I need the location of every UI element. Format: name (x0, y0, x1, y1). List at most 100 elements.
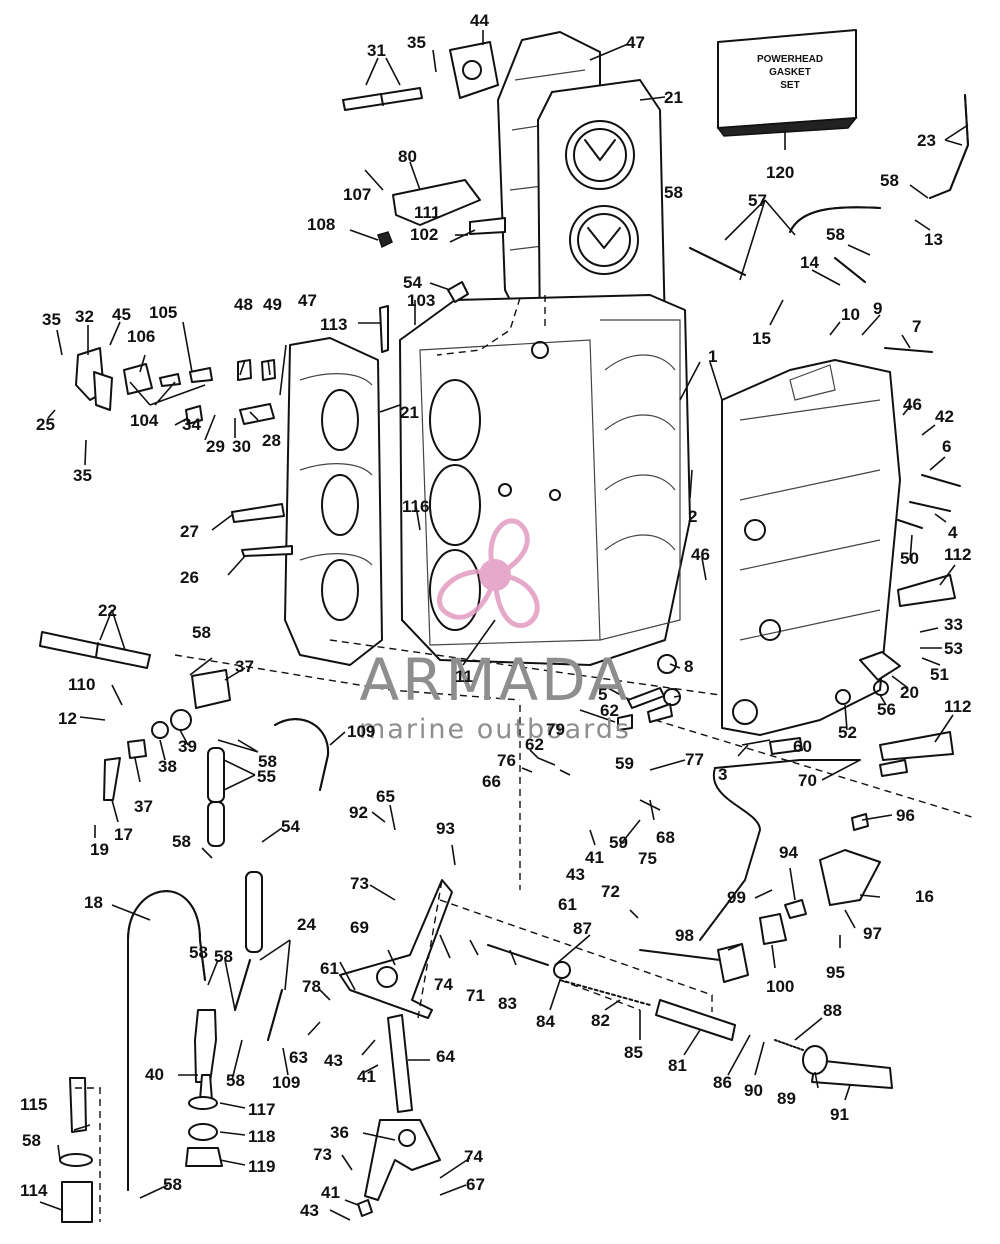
callout-113: 113 (320, 315, 347, 334)
callout-89: 89 (777, 1089, 796, 1108)
callout-29: 29 (206, 437, 225, 456)
callout-73-upper: 73 (350, 874, 369, 893)
callout-59-upper: 59 (615, 754, 634, 773)
callout-43-mid: 43 (566, 865, 585, 884)
shift-rod-81 (655, 999, 736, 1041)
hose-18 (127, 890, 206, 1191)
callout-115: 115 (20, 1095, 47, 1114)
callout-75: 75 (638, 849, 657, 868)
callout-21-lower: 21 (400, 403, 419, 422)
callout-51: 51 (930, 665, 949, 684)
callout-48: 48 (234, 295, 253, 314)
callout-46-lower: 46 (691, 545, 710, 564)
callout-102: 102 (410, 225, 438, 244)
callout-112-upper: 112 (944, 545, 971, 564)
callout-76: 76 (497, 751, 516, 770)
callout-23: 23 (917, 131, 936, 150)
callout-31: 31 (367, 41, 386, 60)
callout-6: 6 (942, 437, 951, 456)
callout-33: 33 (944, 615, 963, 634)
callout-110: 110 (68, 675, 95, 694)
callout-77: 77 (685, 750, 704, 769)
gasket-box-line2: GASKET (769, 67, 811, 78)
callout-10: 10 (841, 305, 860, 324)
callout-53: 53 (944, 639, 963, 658)
throttle-arm-69 (339, 879, 453, 1019)
callout-74-lower: 74 (464, 1147, 483, 1166)
callout-1: 1 (708, 347, 717, 366)
callout-35-top: 35 (407, 33, 426, 52)
callout-78: 78 (302, 977, 321, 996)
callout-59-lower: 59 (609, 833, 628, 852)
callout-71: 71 (466, 986, 485, 1005)
callout-49: 49 (263, 295, 282, 314)
callout-100: 100 (766, 977, 794, 996)
watermark: ARMADA marine outboards (359, 518, 629, 745)
callout-107: 107 (343, 185, 371, 204)
callout-8: 8 (684, 657, 693, 676)
callout-26: 26 (180, 568, 199, 587)
cover-44 (449, 41, 499, 99)
callout-60: 60 (793, 737, 812, 756)
callout-83: 83 (498, 994, 517, 1013)
callout-17: 17 (114, 825, 133, 844)
callout-80: 80 (398, 147, 417, 166)
callout-92: 92 (349, 803, 368, 822)
callout-84: 84 (536, 1012, 555, 1031)
callout-18: 18 (84, 893, 103, 912)
callout-120: 120 (766, 163, 794, 182)
callout-109-upper: 109 (347, 722, 375, 741)
callout-86: 86 (713, 1073, 732, 1092)
callout-72: 72 (601, 882, 620, 901)
callout-82: 82 (591, 1011, 610, 1030)
callout-74-upper: 74 (434, 975, 453, 994)
callout-37-lower: 37 (134, 797, 153, 816)
callout-103: 103 (407, 291, 435, 310)
callout-58-j: 58 (163, 1175, 182, 1194)
crankcase (721, 359, 901, 736)
callout-116: 116 (402, 497, 429, 516)
callout-106: 106 (127, 327, 155, 346)
callout-54-upper: 54 (403, 273, 422, 292)
callout-32: 32 (75, 307, 94, 326)
callout-3: 3 (718, 765, 727, 784)
callout-58-b: 58 (880, 171, 899, 190)
callout-44: 44 (470, 11, 489, 30)
callout-25: 25 (36, 415, 55, 434)
callout-45: 45 (112, 305, 131, 324)
gasket-80 (392, 179, 481, 226)
callout-2: 2 (688, 507, 697, 526)
callout-58-h: 58 (226, 1071, 245, 1090)
gasket-set-box: POWERHEAD GASKET SET (716, 29, 858, 137)
callout-62-lower: 62 (525, 735, 544, 754)
callout-109-lower: 109 (272, 1073, 300, 1092)
callout-12: 12 (58, 709, 77, 728)
callout-52: 52 (838, 723, 857, 742)
callout-36: 36 (330, 1123, 349, 1142)
callout-7: 7 (912, 317, 921, 336)
callout-58-d: 58 (192, 623, 211, 642)
callout-47-lower: 47 (298, 291, 317, 310)
leader-lines (39, 30, 969, 1221)
callout-56: 56 (877, 700, 896, 719)
callout-50: 50 (900, 549, 919, 568)
cylinder-head-left (284, 337, 383, 666)
callout-38: 38 (158, 757, 177, 776)
callout-68: 68 (656, 828, 675, 847)
callout-73-lower: 73 (313, 1145, 332, 1164)
callout-22: 22 (98, 601, 117, 620)
callout-104: 104 (130, 411, 159, 430)
callout-58-e: 58 (258, 752, 277, 771)
callout-40: 40 (145, 1065, 164, 1084)
callout-61-left: 61 (320, 959, 339, 978)
callout-46-upper: 46 (903, 395, 922, 414)
callout-61-right: 61 (558, 895, 577, 914)
callout-55: 55 (257, 767, 276, 786)
callout-66: 66 (482, 772, 501, 791)
callout-42: 42 (935, 407, 954, 426)
callout-63: 63 (289, 1048, 308, 1067)
callout-35-bottom: 35 (73, 466, 92, 485)
gasket-box-line1: POWERHEAD (757, 54, 823, 65)
callout-81: 81 (668, 1056, 687, 1075)
